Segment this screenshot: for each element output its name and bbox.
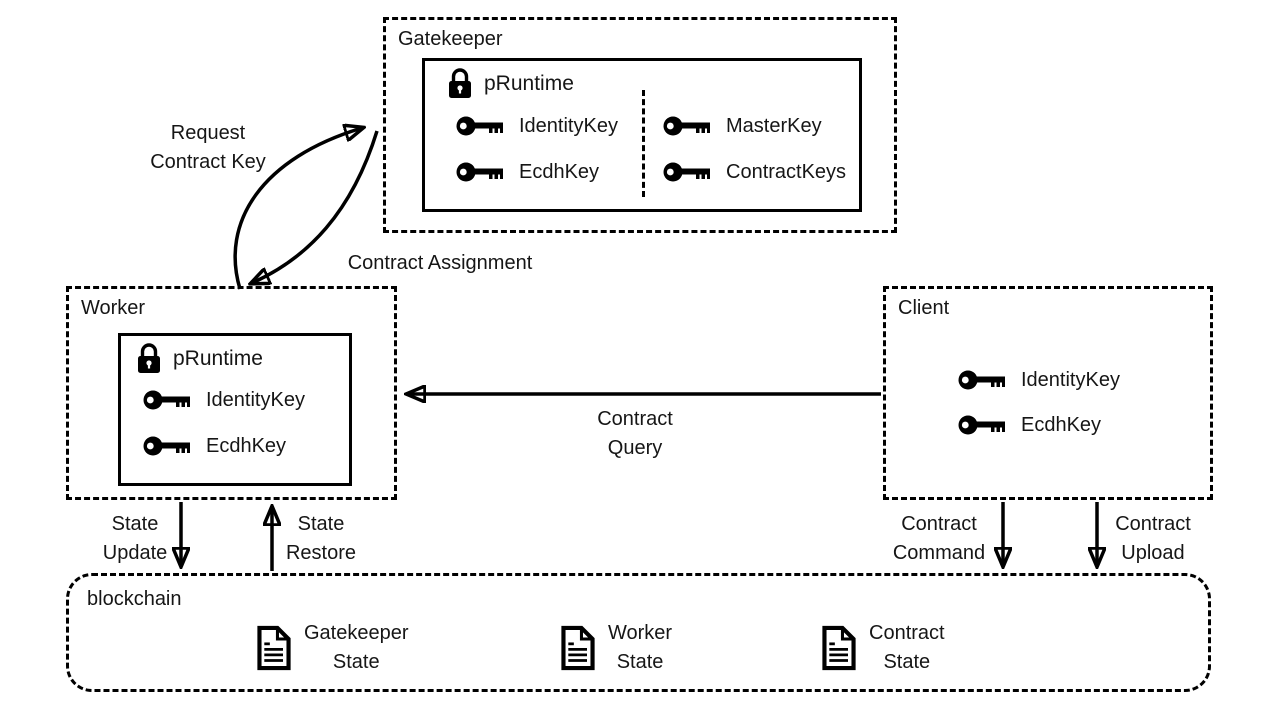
worker-state: Worker State — [560, 619, 672, 677]
gatekeeper-pruntime-box: pRuntime IdentityKey EcdhKey — [422, 58, 862, 212]
key-row: EcdhKey — [143, 434, 286, 458]
key-label: EcdhKey — [206, 434, 287, 457]
state-restore-label: State Restore — [256, 510, 386, 568]
key-icon — [456, 162, 503, 182]
key-row: IdentityKey — [456, 114, 618, 138]
label-line: Contract — [1115, 513, 1191, 535]
contract-query-label: Contract Query — [550, 405, 720, 463]
gatekeeper-box: Gatekeeper pRuntime IdentityKey — [383, 17, 897, 233]
state-label-line1: Gatekeeper — [304, 622, 409, 644]
label-line: Contract Assignment — [347, 252, 533, 274]
request-contract-key-label: Request Contract Key — [103, 119, 313, 177]
state-label: Contract State — [869, 619, 945, 677]
gatekeeper-state: Gatekeeper State — [256, 619, 409, 677]
pruntime-title: pRuntime — [173, 347, 263, 370]
pruntime-title: pRuntime — [484, 72, 574, 95]
document-icon — [822, 625, 856, 671]
label-line: Update — [102, 542, 168, 564]
key-icon — [958, 415, 1005, 435]
state-label-line1: Contract — [869, 622, 945, 644]
blockchain-box: blockchain Gatekeeper State — [66, 573, 1211, 692]
key-row: MasterKey — [663, 114, 822, 138]
state-label-line1: Worker — [608, 622, 673, 644]
key-row: EcdhKey — [958, 413, 1101, 437]
label-line: Contract — [597, 408, 673, 430]
key-row: IdentityKey — [958, 368, 1120, 392]
gatekeeper-title: Gatekeeper — [398, 28, 503, 50]
label-line: Query — [607, 437, 663, 459]
contract-command-label: Contract Command — [869, 510, 1009, 568]
blockchain-title: blockchain — [87, 588, 182, 610]
key-icon — [143, 436, 190, 456]
key-label: MasterKey — [726, 114, 822, 137]
key-icon — [958, 370, 1005, 390]
key-row: ContractKeys — [663, 160, 846, 184]
label-line: Command — [892, 542, 986, 564]
client-title: Client — [898, 297, 950, 319]
key-icon — [663, 116, 710, 136]
worker-title: Worker — [81, 297, 146, 319]
client-box: Client IdentityKey EcdhKey — [883, 286, 1213, 500]
label-line: Contract Key — [150, 151, 266, 173]
contract-upload-label: Contract Upload — [1083, 510, 1223, 568]
contract-state: Contract State — [821, 619, 945, 677]
label-line: Contract — [901, 513, 977, 535]
key-label: IdentityKey — [206, 388, 305, 411]
label-line: State — [111, 513, 159, 535]
lock-icon — [138, 343, 160, 373]
key-label: IdentityKey — [519, 114, 618, 137]
key-row: EcdhKey — [456, 160, 599, 184]
state-label-line2: State — [883, 651, 931, 673]
worker-box: Worker pRuntime IdentityKey — [66, 286, 397, 500]
worker-pruntime-header: pRuntime — [134, 342, 263, 376]
state-label-line2: State — [616, 651, 664, 673]
document-icon — [561, 625, 595, 671]
pruntime-divider — [642, 90, 645, 197]
key-label: ContractKeys — [726, 160, 847, 183]
label-line: State — [297, 513, 345, 535]
contract-assignment-label: Contract Assignment — [325, 249, 555, 278]
state-label: Worker State — [608, 619, 672, 677]
worker-pruntime-box: pRuntime IdentityKey EcdhKey — [118, 333, 352, 486]
key-icon — [143, 390, 190, 410]
state-label-line2: State — [332, 651, 380, 673]
label-line: Restore — [285, 542, 357, 564]
state-update-label: State Update — [70, 510, 200, 568]
key-icon — [663, 162, 710, 182]
state-label: Gatekeeper State — [304, 619, 409, 677]
label-line: Upload — [1121, 542, 1185, 564]
key-label: EcdhKey — [519, 160, 600, 183]
key-icon — [456, 116, 503, 136]
key-row: IdentityKey — [143, 388, 305, 412]
lock-icon — [449, 68, 471, 98]
document-icon — [257, 625, 291, 671]
label-line: Request — [170, 122, 246, 144]
key-label: EcdhKey — [1021, 413, 1102, 436]
key-label: IdentityKey — [1021, 368, 1120, 391]
gatekeeper-pruntime-header: pRuntime — [445, 67, 574, 101]
